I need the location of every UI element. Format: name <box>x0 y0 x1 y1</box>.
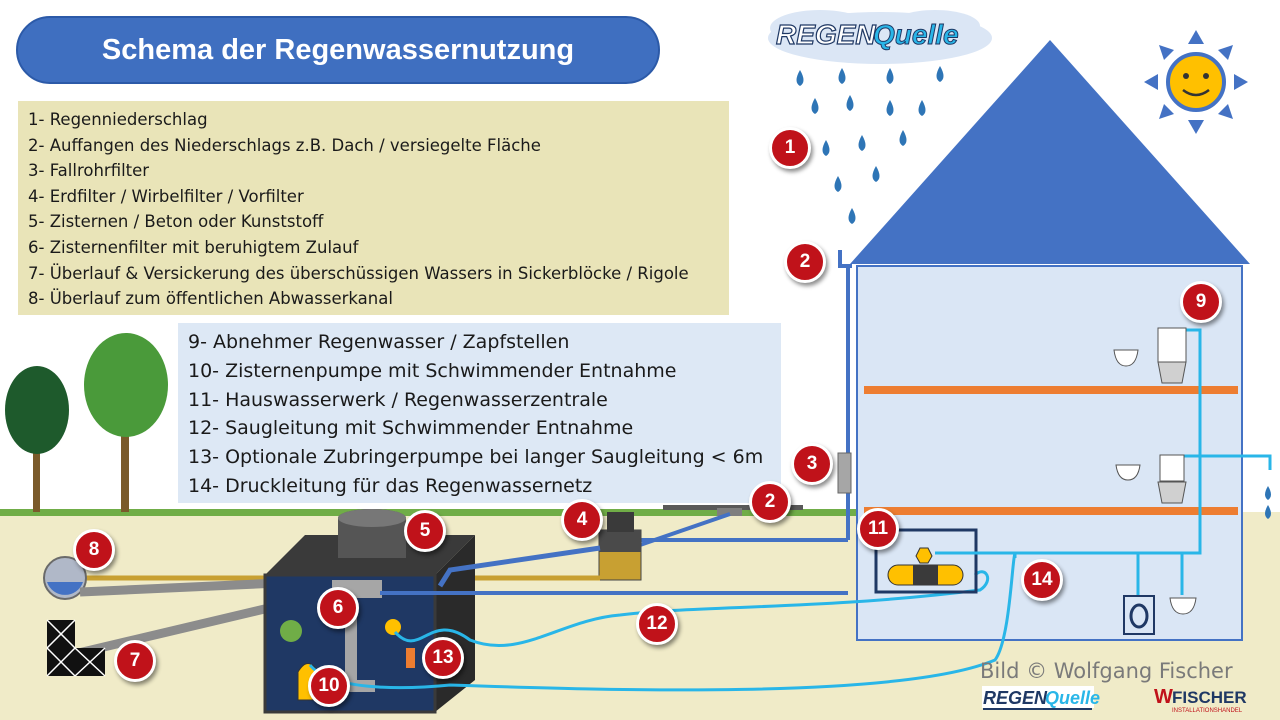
badge-9: 9 <box>1180 281 1222 323</box>
badge-12: 12 <box>636 603 678 645</box>
rain-cloud <box>768 10 992 64</box>
footer-logo-word2: Quelle <box>1045 688 1100 708</box>
badge-3: 3 <box>791 443 833 485</box>
surface-drain <box>717 508 742 516</box>
legend-item: 2- Auffangen des Niederschlags z.B. Dach… <box>28 135 541 155</box>
brand-logo-subtitle: INSTALLATIONSHANDEL <box>1172 708 1243 714</box>
legend-item: 1- Regenniederschlag <box>28 110 208 129</box>
sink-icon <box>1169 597 1197 615</box>
paved-surface <box>663 505 803 510</box>
badge-2-surface: 2 <box>749 481 791 523</box>
cloud-logo-word1: REGEN <box>776 19 876 50</box>
legend-item: 4- Erdfilter / Wirbelfilter / Vorfilter <box>28 186 304 206</box>
badge-4: 4 <box>561 499 603 541</box>
legend-item: 11- Hauswasserwerk / Regenwasserzentrale <box>188 388 608 411</box>
brand-logo-name: FISCHER <box>1172 688 1247 707</box>
legend-item: 6- Zisternenfilter mit beruhigtem Zulauf <box>28 237 359 257</box>
toilet-icon <box>1157 327 1187 384</box>
legend-item: 7- Überlauf & Versickerung des überschüs… <box>28 263 689 283</box>
cloud-logo-word2: Quelle <box>873 19 959 50</box>
badge-10: 10 <box>308 665 350 707</box>
infiltration-blocks <box>46 619 106 677</box>
brand-logo-initial: W <box>1154 686 1173 708</box>
earth-filter <box>598 512 642 581</box>
legend-item: 9- Abnehmer Regenwasser / Zapfstellen <box>188 331 570 353</box>
badge-2-roof: 2 <box>784 241 826 283</box>
legend-outdoor: 1- Regenniederschlag 2- Auffangen des Ni… <box>18 101 729 315</box>
pressure-network <box>935 328 1272 595</box>
image-credit: Bild © Wolfgang Fischer <box>980 659 1233 683</box>
toilet-icon <box>1157 454 1187 504</box>
house-roof <box>850 40 1250 264</box>
sink-icon <box>1115 464 1141 481</box>
cistern-pressure-line <box>308 552 1017 692</box>
badge-5: 5 <box>404 510 446 552</box>
suction-line <box>393 570 990 648</box>
rain-drop-icon <box>796 66 944 224</box>
tree-icon <box>84 333 168 512</box>
badge-8: 8 <box>73 529 115 571</box>
legend-indoor: 9- Abnehmer Regenwasser / Zapfstellen 10… <box>178 323 781 503</box>
legend-item: 13- Optionale Zubringerpumpe bei langer … <box>188 446 764 469</box>
badge-11: 11 <box>857 508 899 550</box>
cistern-inlet-pipe <box>437 545 601 588</box>
legend-item: 5- Zisternen / Beton oder Kunststoff <box>28 212 324 232</box>
badge-13: 13 <box>422 637 464 679</box>
upper-floor-slab <box>864 386 1238 394</box>
legend-item: 8- Überlauf zum öffentlichen Abwasserkan… <box>28 289 393 309</box>
legend-item: 14- Druckleitung für das Regenwassernetz <box>188 474 593 497</box>
washing-machine-icon <box>1123 595 1155 635</box>
legend-item: 10- Zisternenpumpe mit Schwimmender Entn… <box>188 359 677 382</box>
footer-logo-box <box>982 686 1094 708</box>
sewer-pipe <box>43 556 87 600</box>
gutter <box>838 250 852 268</box>
legend-item: 3- Fallrohrfilter <box>28 161 150 181</box>
pump-icon <box>874 528 978 594</box>
legend-item: 12- Saugleitung mit Schwimmender Entnahm… <box>188 417 634 440</box>
sink-icon <box>1113 349 1139 367</box>
lower-floor-slab <box>864 507 1238 515</box>
footer-logo-word1: REGEN <box>983 688 1048 708</box>
badge-1: 1 <box>769 127 811 169</box>
title-banner: Schema der Regenwassernutzung <box>16 16 660 84</box>
sun-icon <box>1144 30 1248 134</box>
outdoor-tap-drops <box>1265 486 1271 519</box>
downpipe-filter <box>837 452 852 494</box>
surface-pipe <box>639 512 731 547</box>
tree-icon <box>5 366 69 512</box>
page-title: Schema der Regenwassernutzung <box>101 33 575 66</box>
badge-14: 14 <box>1021 559 1063 601</box>
badge-7: 7 <box>114 640 156 682</box>
badge-6: 6 <box>317 587 359 629</box>
